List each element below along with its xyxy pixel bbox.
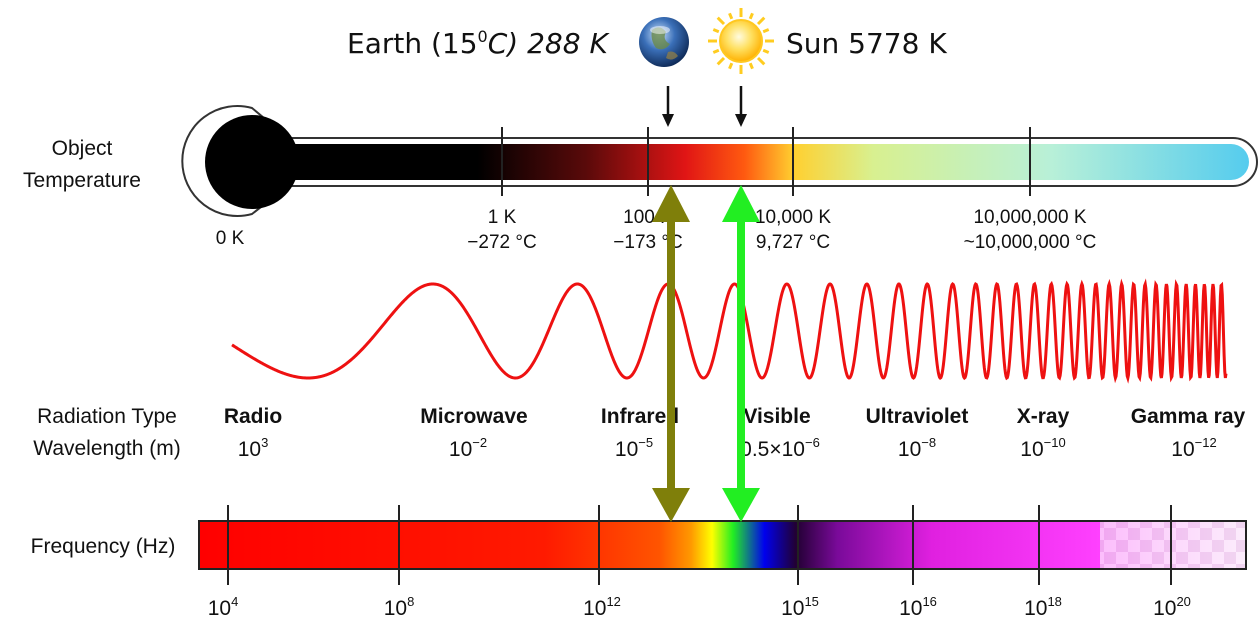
earth-peak-double-arrow [652, 185, 690, 522]
radiation-types: Radio 103 Microwave 10−2 Infrared 10−5 V… [224, 405, 1246, 461]
sun-ray [712, 48, 720, 54]
wavelength-value: 10−12 [1171, 435, 1216, 461]
sun-ray [728, 62, 734, 70]
frequency-ticks [227, 505, 1172, 585]
frequency-tick-labels: 104 108 1012 1015 1016 1018 1020 [208, 594, 1191, 620]
freq-tick-label: 1012 [583, 594, 621, 620]
sun-ray [762, 48, 770, 54]
radiation-type-name: Radio [224, 405, 282, 428]
sun-temperature-label: Sun 5778 K [786, 27, 947, 60]
radiation-type-name: Visible [743, 405, 810, 428]
radiation-type-label: Radiation Type [37, 405, 177, 428]
radiation-type-name: Ultraviolet [866, 405, 969, 428]
wavelength-value: 10−2 [449, 435, 487, 461]
freq-tick-label: 1020 [1153, 594, 1191, 620]
wavelength-value: 103 [238, 435, 269, 461]
wavelength-value: 10−8 [898, 435, 936, 461]
sun-ray [756, 16, 766, 26]
thermo-tick-c-label: −272 °C [467, 232, 536, 253]
earth-pointer-arrow [662, 86, 674, 127]
radiation-type-name: Microwave [420, 405, 527, 428]
frequency-label: Frequency (Hz) [31, 535, 176, 558]
sun-icon [708, 8, 774, 74]
sun-ray [762, 28, 770, 34]
electromagnetic-wave [231, 278, 1228, 384]
sun-ray [756, 56, 766, 66]
thermo-tick-k-label: 1 K [488, 207, 517, 228]
freq-tick-label: 1018 [1024, 594, 1062, 620]
freq-tick-label: 108 [384, 594, 415, 620]
radiation-type-name: Infrared [601, 405, 679, 428]
earth-globe-icon [639, 17, 689, 67]
thermometer-ticks [501, 127, 1031, 196]
freq-tick-label: 1016 [899, 594, 937, 620]
thermo-tick-c-label: ~10,000,000 °C [964, 232, 1097, 253]
thermo-tick-c-label: 9,727 °C [756, 232, 830, 253]
sun-pointer-arrow [735, 86, 747, 127]
radiation-type-name: Gamma ray [1131, 405, 1246, 428]
thermo-tick-k-label: 10,000 K [755, 207, 831, 228]
object-temperature-label-line1: Object [52, 137, 113, 160]
sun-ray [748, 12, 754, 20]
zero-kelvin-label: 0 K [216, 228, 245, 249]
earth-temperature-label: Earth (150C) 288 K [347, 27, 610, 60]
wavelength-value: 0.5×10−6 [740, 435, 820, 461]
sun-ray [712, 28, 720, 34]
object-temperature-label-line2: Temperature [23, 169, 141, 192]
thermo-tick-c-label: −173 °C [613, 232, 682, 253]
freq-tick-label: 104 [208, 594, 239, 620]
thermo-tick-k-label: 10,000,000 K [973, 207, 1086, 228]
frequency-bar [198, 520, 1247, 570]
wavelength-value: 10−5 [615, 435, 653, 461]
freq-tick-label: 1015 [781, 594, 819, 620]
sun-ray [716, 56, 726, 66]
sun-ray [716, 16, 726, 26]
sun-ray [748, 62, 754, 70]
sun-ray [728, 12, 734, 20]
wavelength-label: Wavelength (m) [33, 437, 180, 460]
wavelength-value: 10−10 [1020, 435, 1065, 461]
sun-peak-double-arrow [722, 185, 760, 522]
radiation-type-name: X-ray [1017, 405, 1070, 428]
thermometer [181, 105, 1258, 217]
